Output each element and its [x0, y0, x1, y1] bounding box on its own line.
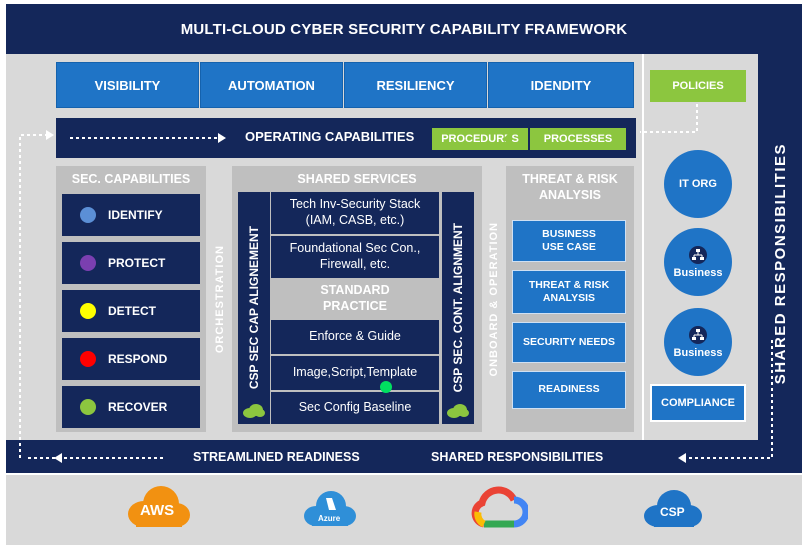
standard-practice: STANDARD PRACTICE: [271, 280, 439, 318]
policies-label: POLICIES: [672, 80, 724, 92]
left-dotted-line: [19, 134, 48, 458]
tab-idendity: IDENDITY: [488, 62, 634, 108]
bottom-bar: STREAMLINED READINESS SHARED RESPONSIBIL…: [6, 440, 758, 473]
org-chart-icon: [689, 325, 707, 344]
business-label-1: Business: [673, 266, 723, 279]
business-circle-1: Business: [664, 228, 732, 296]
csp-cloud-icon: [644, 490, 702, 527]
capability-recover-label: RECOVER: [108, 400, 168, 414]
right-arrow-icon: [678, 453, 686, 463]
security-needs: SECURITY NEEDS: [512, 322, 626, 363]
sec-capabilities-title: SEC. CAPABILITIES: [71, 172, 191, 186]
shared-services-title: SHARED SERVICES: [297, 172, 417, 186]
image-script-template: Image,Script,Template: [271, 356, 439, 390]
streamlined-readiness-label: STREAMLINED READINESS: [193, 450, 360, 464]
cloud-icon-right: [447, 404, 469, 418]
right-column-divider: [642, 54, 644, 440]
tab-resiliency: RESILIENCY: [344, 62, 487, 108]
procedures-arrow-icon: [503, 130, 512, 148]
csp-sec-cont-alignment-bar: CSP SEC. CONT. ALIGNMENT: [442, 192, 474, 424]
identify-dot-icon: [80, 207, 96, 223]
azure-label: Azure: [318, 514, 341, 523]
capability-identify-label: IDENTIFY: [108, 208, 163, 222]
tab-visibility: VISIBILITY: [56, 62, 199, 108]
tab-resiliency-label: RESILIENCY: [376, 77, 455, 93]
compliance-label: COMPLIANCE: [661, 397, 735, 409]
procedures-box: PROCEDURES: [432, 128, 528, 150]
enforce-and-guide: Enforce & Guide: [271, 320, 439, 354]
capability-respond-label: RESPOND: [108, 352, 168, 366]
capability-detect: DETECT: [62, 290, 200, 332]
recover-dot-icon: [80, 399, 96, 415]
aws-cloud-icon: [128, 486, 190, 527]
shared-responsibilities-label: SHARED RESPONSIBILITIES: [431, 450, 604, 464]
capability-detect-label: DETECT: [108, 304, 156, 318]
cloud-icon-left: [243, 404, 265, 418]
it-org-circle: IT ORG: [664, 150, 732, 218]
shared-responsibilities-bar: [758, 54, 802, 473]
policies-box: POLICIES: [650, 70, 746, 102]
respond-dot-icon: [80, 351, 96, 367]
tab-automation: AUTOMATION: [200, 62, 343, 108]
page-title: MULTI-CLOUD CYBER SECURITY CAPABILITY FR…: [6, 4, 802, 54]
google-cloud-icon: [471, 486, 528, 528]
orchestration-label: ORCHESTRATION: [214, 244, 226, 354]
ops-arrow-icon: [218, 133, 226, 143]
tab-automation-label: AUTOMATION: [228, 77, 315, 93]
business-circle-2: Business: [664, 308, 732, 376]
readiness: READINESS: [512, 371, 626, 409]
tech-inv-security-stack: Tech Inv-Security Stack (IAM, CASB, etc.…: [271, 192, 439, 234]
detect-dot-icon: [80, 303, 96, 319]
onboard-operation-label: ONBOARD & OPERATION: [488, 221, 500, 377]
it-org-label: IT ORG: [679, 178, 717, 190]
orchestration-label-box: ORCHESTRATION: [208, 166, 232, 432]
operating-capabilities-label: OPERATING CAPABILITIES: [245, 129, 415, 144]
capability-identify: IDENTIFY: [62, 194, 200, 236]
threat-risk-analysis-step: THREAT & RISK ANALYSIS: [512, 270, 626, 314]
csp-label: CSP: [660, 505, 685, 519]
capability-recover: RECOVER: [62, 386, 200, 428]
csp-sec-cap-alignment-label: CSP SEC CAP ALIGNEMENT: [247, 226, 261, 390]
protect-dot-icon: [80, 255, 96, 271]
tab-idendity-label: IDENDITY: [530, 77, 592, 93]
compliance-box: COMPLIANCE: [650, 384, 746, 422]
business-label-2: Business: [673, 346, 723, 359]
procedures-label: PROCEDURES: [441, 133, 519, 145]
processes-box: PROCESSES: [530, 128, 626, 150]
csp-sec-cap-alignment-bar: CSP SEC CAP ALIGNEMENT: [238, 192, 270, 424]
policies-dotted-line: [640, 104, 698, 133]
org-chart-icon: [689, 245, 707, 264]
aws-label: AWS: [140, 502, 175, 519]
sec-config-baseline: Sec Config Baseline: [271, 392, 439, 424]
capability-protect: PROTECT: [62, 242, 200, 284]
right-dotted-line: [685, 340, 773, 459]
capability-respond: RESPOND: [62, 338, 200, 380]
foundational-sec-con: Foundational Sec Con., Firewall, etc.: [271, 236, 439, 278]
azure-cloud-icon: [304, 491, 356, 526]
csp-sec-cont-alignment-label: CSP SEC. CONT. ALIGNMENT: [451, 223, 465, 393]
threat-risk-title: THREAT & RISK ANALYSIS: [522, 172, 618, 202]
tab-visibility-label: VISIBILITY: [94, 77, 161, 93]
processes-label: PROCESSES: [543, 133, 613, 145]
bottom-arrow-icon: [54, 453, 62, 463]
capability-protect-label: PROTECT: [108, 256, 166, 270]
onboard-operation-label-box: ONBOARD & OPERATION: [482, 166, 506, 432]
page-title-text: MULTI-CLOUD CYBER SECURITY CAPABILITY FR…: [180, 20, 628, 38]
left-arrow-icon: [46, 130, 54, 140]
business-use-case: BUSINESS USE CASE: [512, 220, 626, 262]
status-dot-icon: [380, 381, 392, 393]
